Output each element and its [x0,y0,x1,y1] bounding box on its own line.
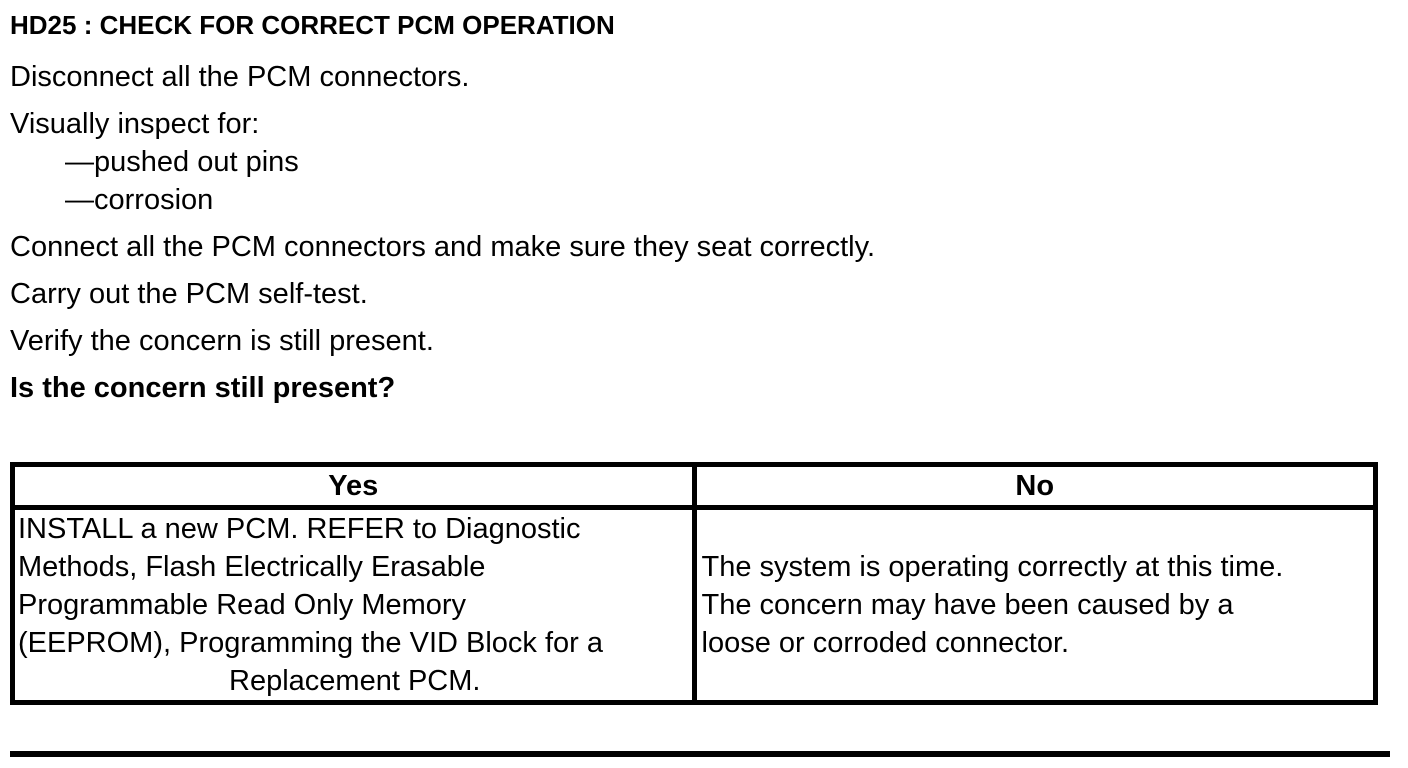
no-action-line: loose or corroded connector. [701,627,1070,659]
procedure-title: HD25 : CHECK FOR CORRECT PCM OPERATION [10,10,615,40]
inspect-item-corrosion: —corrosion [65,184,214,216]
step-connect: Connect all the PCM connectors and make … [10,231,876,263]
yes-action-line: (EEPROM), Programming the VID Block for … [18,627,603,659]
decision-table-header-row: Yes No [10,462,1378,510]
yes-action-line: Replacement PCM. [229,665,481,697]
horizontal-rule [10,751,1390,757]
yes-action-cell: INSTALL a new PCM. REFER to Diagnostic M… [10,505,697,705]
inspect-item-pushed-pins: —pushed out pins [65,146,299,178]
no-action-line: The concern may have been caused by a [701,589,1234,621]
no-action-line: The system is operating correctly at thi… [701,551,1284,583]
yes-action-line: Programmable Read Only Memory [18,589,467,621]
step-disconnect: Disconnect all the PCM connectors. [10,61,470,93]
no-action-cell: The system is operating correctly at thi… [691,505,1378,705]
yes-action-line: Methods, Flash Electrically Erasable [18,551,486,583]
yes-action-line: INSTALL a new PCM. REFER to Diagnostic [18,513,581,545]
decision-question: Is the concern still present? [10,372,396,404]
spacer [10,219,1408,228]
no-column-header: No [691,462,1378,510]
decision-table: Yes No INSTALL a new PCM. REFER to Diagn… [10,462,1378,705]
step-verify: Verify the concern is still present. [10,325,434,357]
yes-column-header: Yes [10,462,697,510]
decision-table-body-row: INSTALL a new PCM. REFER to Diagnostic M… [10,505,1378,705]
step-inspect: Visually inspect for: [10,108,260,140]
step-self-test: Carry out the PCM self-test. [10,278,368,310]
